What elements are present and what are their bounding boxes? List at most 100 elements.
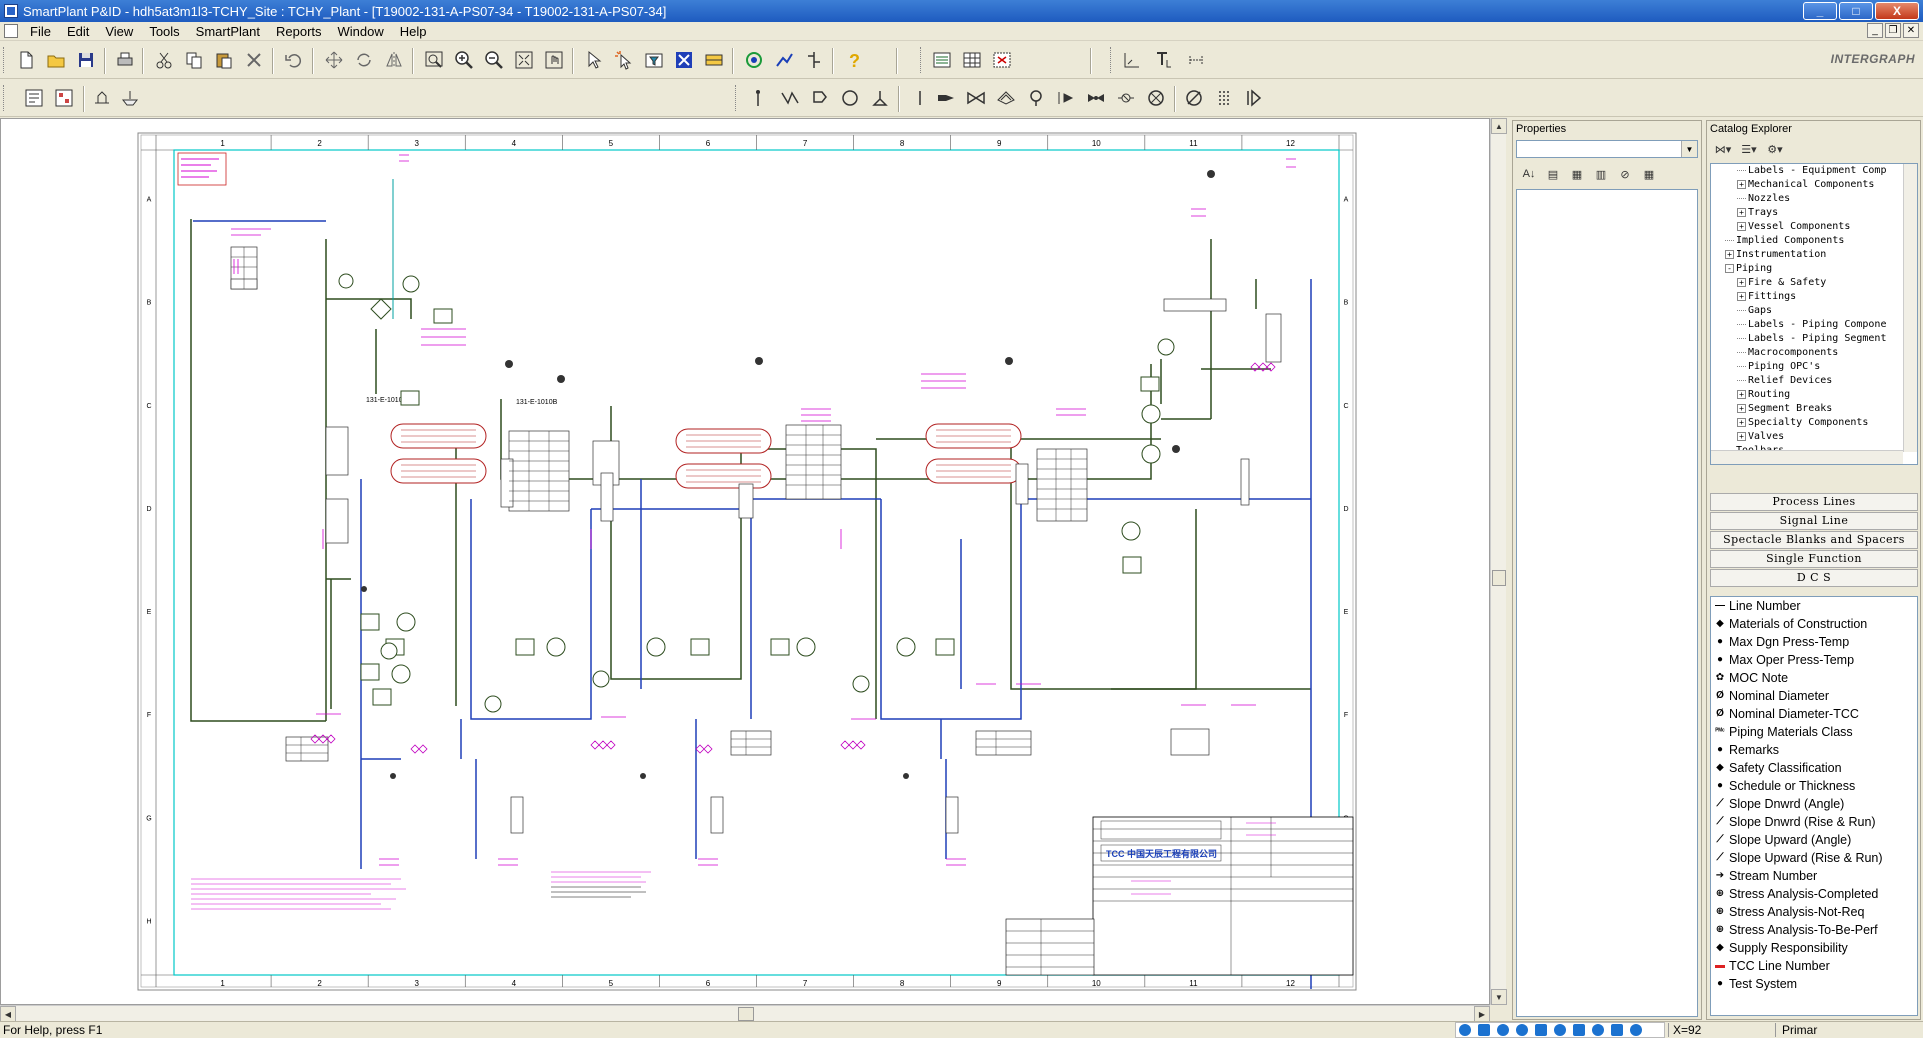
tree-item[interactable]: +Trays xyxy=(1711,206,1917,220)
connect-icon[interactable] xyxy=(772,48,796,72)
tree-expander-icon[interactable]: + xyxy=(1737,277,1746,287)
toolbar-grip[interactable] xyxy=(3,47,6,73)
label-list-item[interactable]: ⟋Slope Upward (Angle) xyxy=(1711,831,1917,849)
tree-expander-icon[interactable]: + xyxy=(1737,221,1746,231)
grid-icon[interactable] xyxy=(960,48,984,72)
ime-settings-icon[interactable] xyxy=(1630,1024,1642,1036)
catalog-view-icon[interactable]: ☰▾ xyxy=(1741,143,1757,156)
toolbar-grip[interactable] xyxy=(1110,47,1113,73)
check-valve-icon[interactable] xyxy=(1054,86,1078,110)
dimension-icon[interactable] xyxy=(1184,48,1208,72)
filter-icon[interactable]: ▥ xyxy=(1595,168,1607,181)
tree-expander-icon[interactable]: + xyxy=(1737,207,1746,217)
gate-valve-icon[interactable] xyxy=(964,86,988,110)
indicator-icon[interactable] xyxy=(1024,86,1048,110)
properties-window-icon[interactable] xyxy=(930,48,954,72)
label-list-item[interactable]: ●Remarks xyxy=(1711,741,1917,759)
pan-icon[interactable] xyxy=(542,48,566,72)
toolbar-grip[interactable] xyxy=(735,85,738,111)
menu-view[interactable]: View xyxy=(105,23,134,39)
label-list-item[interactable]: ◆Supply Responsibility xyxy=(1711,939,1917,957)
tree-item[interactable]: Nozzles xyxy=(1711,192,1917,206)
tree-item[interactable]: +Instrumentation xyxy=(1711,248,1917,262)
label-list-item[interactable]: ⊕Stress Analysis-Completed xyxy=(1711,885,1917,903)
ball-valve-icon[interactable] xyxy=(1144,86,1168,110)
move-icon[interactable] xyxy=(322,48,346,72)
paste-icon[interactable] xyxy=(212,48,236,72)
categorized-icon[interactable]: ▤ xyxy=(1547,168,1559,181)
ime-emoji-icon[interactable] xyxy=(1516,1024,1528,1036)
mirror-icon[interactable] xyxy=(382,48,406,72)
scroll-right-arrow[interactable]: ▶ xyxy=(1474,1006,1490,1022)
menu-help[interactable]: Help xyxy=(399,23,427,39)
tree-item[interactable]: Labels - Piping Segment xyxy=(1711,332,1917,346)
report-icon[interactable] xyxy=(22,86,46,110)
ime-voice-icon[interactable] xyxy=(1554,1024,1566,1036)
doc-minimize-button[interactable]: _ xyxy=(1867,23,1883,38)
label-list-item[interactable]: ▬TCC Line Number xyxy=(1711,957,1917,975)
tree-expander-icon[interactable]: + xyxy=(1737,389,1746,399)
insert-icon[interactable] xyxy=(118,86,142,110)
tree-vertical-scrollbar[interactable] xyxy=(1903,164,1917,452)
maximize-button[interactable]: □ xyxy=(1839,2,1873,20)
input-method-tray[interactable] xyxy=(1455,1022,1665,1038)
label-list-item[interactable]: ⟋Slope Dnwrd (Angle) xyxy=(1711,795,1917,813)
ime-tool-icon[interactable] xyxy=(1535,1024,1547,1036)
label-list[interactable]: —Line Number◆Materials of Construction●M… xyxy=(1710,596,1918,1016)
category-process-lines[interactable]: Process Lines xyxy=(1710,493,1918,511)
orifice-icon[interactable] xyxy=(1182,86,1206,110)
label-list-item[interactable]: ◆Materials of Construction xyxy=(1711,615,1917,633)
tree-item[interactable]: Macrocomponents xyxy=(1711,346,1917,360)
label-list-item[interactable]: ●Test System xyxy=(1711,975,1917,993)
ime-logo-icon[interactable] xyxy=(1459,1024,1471,1036)
rotate-icon[interactable] xyxy=(352,48,376,72)
menu-tools[interactable]: Tools xyxy=(149,23,180,39)
properties-grid[interactable] xyxy=(1516,189,1698,1017)
zoom-out-icon[interactable] xyxy=(482,48,506,72)
end-cap-icon[interactable] xyxy=(1242,86,1266,110)
catalog-filter-icon[interactable]: ⋈▾ xyxy=(1714,143,1732,156)
close-button[interactable]: X xyxy=(1875,2,1919,20)
tree-item[interactable]: -Piping xyxy=(1711,262,1917,276)
menu-window[interactable]: Window xyxy=(337,23,384,39)
label-list-item[interactable]: ⊕Stress Analysis-To-Be-Perf xyxy=(1711,921,1917,939)
control-valve-icon[interactable] xyxy=(1084,86,1108,110)
circle-tool-icon[interactable] xyxy=(838,86,862,110)
tree-expander-icon[interactable]: - xyxy=(1725,263,1734,273)
tree-item[interactable]: Labels - Piping Compone xyxy=(1711,318,1917,332)
tree-item[interactable]: Labels - Equipment Comp xyxy=(1711,164,1917,178)
tree-expander-icon[interactable]: + xyxy=(1737,403,1746,413)
tree-item[interactable]: +Fittings xyxy=(1711,290,1917,304)
tree-item[interactable]: +Routing xyxy=(1711,388,1917,402)
copy-icon[interactable] xyxy=(182,48,206,72)
label-list-item[interactable]: ⟋Slope Upward (Rise & Run) xyxy=(1711,849,1917,867)
save-icon[interactable] xyxy=(74,48,98,72)
sort-az-icon[interactable]: A↓ xyxy=(1522,168,1536,180)
tree-item[interactable]: Implied Components xyxy=(1711,234,1917,248)
label-list-item[interactable]: ➔Stream Number xyxy=(1711,867,1917,885)
print-icon[interactable] xyxy=(113,48,137,72)
minimize-button[interactable]: _ xyxy=(1803,2,1837,20)
text-tool-icon[interactable] xyxy=(1152,48,1176,72)
vertical-scroll-thumb[interactable] xyxy=(1492,570,1506,586)
delete-icon[interactable] xyxy=(242,48,266,72)
zoom-in-icon[interactable] xyxy=(452,48,476,72)
undo-icon[interactable] xyxy=(282,48,306,72)
flag-icon[interactable] xyxy=(808,86,832,110)
instrument-line-icon[interactable] xyxy=(746,86,770,110)
label-list-item[interactable]: ●Max Oper Press-Temp xyxy=(1711,651,1917,669)
spacer-icon[interactable] xyxy=(1212,86,1236,110)
place-icon[interactable] xyxy=(90,86,114,110)
drawing-vertical-scrollbar[interactable]: ▲ ▼ xyxy=(1490,118,1507,1005)
doc-close-button[interactable]: ✕ xyxy=(1903,23,1919,38)
align-icon[interactable] xyxy=(802,48,826,72)
cut-icon[interactable] xyxy=(152,48,176,72)
toolbar-grip[interactable] xyxy=(920,47,923,73)
ime-skin-icon[interactable] xyxy=(1592,1024,1604,1036)
help-icon[interactable]: ? xyxy=(842,48,866,72)
relationship-icon[interactable] xyxy=(742,48,766,72)
